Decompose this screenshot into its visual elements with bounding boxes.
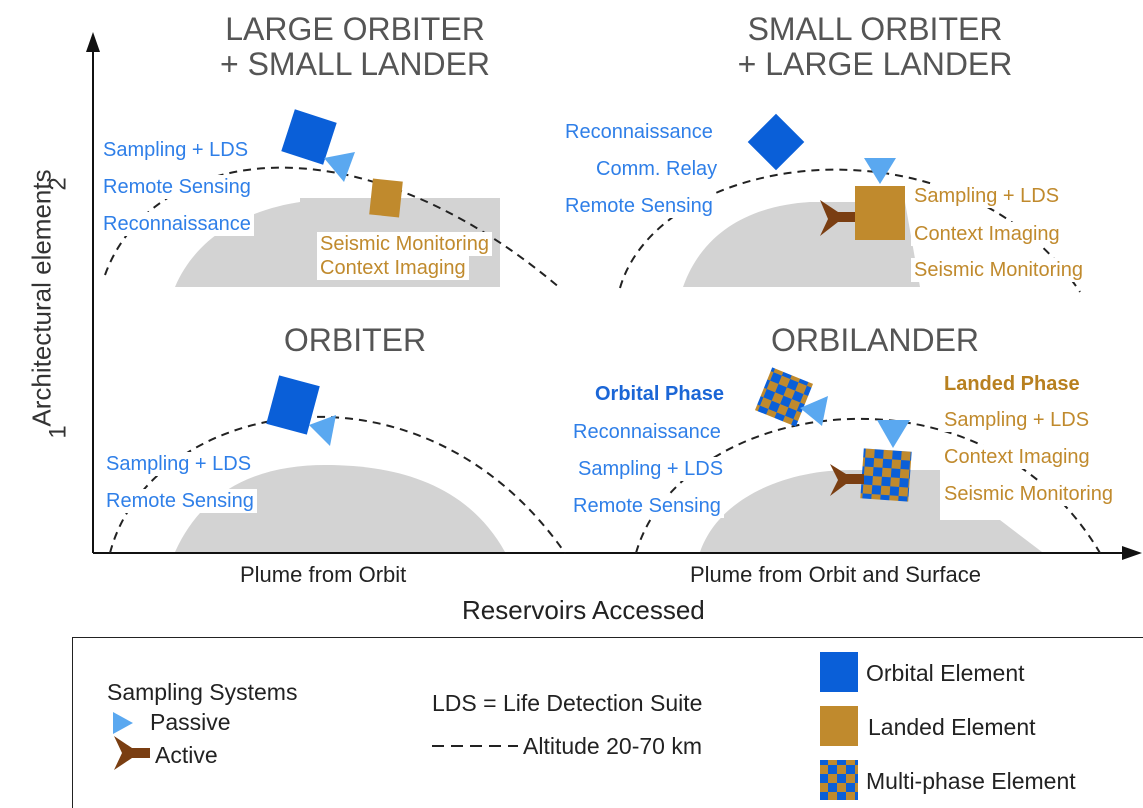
label-remote-sensing: Remote Sensing [100, 175, 254, 199]
landed-phase-title: Landed Phase [941, 372, 1083, 396]
passive-sampler-icon [800, 396, 828, 426]
landed-element-icon [855, 186, 905, 240]
label-sampling-lds: Sampling + LDS [103, 452, 255, 476]
orbital-legend-icon [820, 652, 858, 692]
y-axis-label: Architectural elements [26, 169, 57, 427]
legend-multi-phase-label: Multi-phase Element [866, 768, 1076, 794]
quadrant-title-line2: + LARGE LANDER [737, 46, 1013, 82]
landed-element-icon [369, 178, 403, 218]
quadrant-orbiter [109, 375, 566, 554]
y-tick-2: 2 [44, 177, 72, 191]
active-sampler-icon [820, 200, 855, 236]
y-tick-1: 1 [44, 425, 72, 439]
legend-active-label: Active [155, 742, 218, 768]
y-axis-arrow-icon [86, 32, 100, 52]
quadrant-title: ORBITER [283, 322, 427, 358]
orbital-element-icon [266, 375, 320, 435]
label-remote-sensing: Remote Sensing [562, 194, 716, 218]
label-sampling-lds: Sampling + LDS [575, 457, 727, 481]
multi-phase-element-icon [754, 367, 814, 427]
x-category-plume-orbit-surface: Plume from Orbit and Surface [690, 562, 982, 587]
orbital-phase-title: Orbital Phase [592, 382, 727, 406]
label-seismic-monitoring: Seismic Monitoring [911, 258, 1086, 282]
passive-sampler-icon [324, 152, 355, 182]
legend-lds-definition: LDS = Life Detection Suite [432, 690, 703, 716]
x-category-plume-orbit: Plume from Orbit [240, 562, 407, 587]
orbit-altitude-arc [635, 417, 1101, 554]
label-comm-relay: Comm. Relay [593, 157, 721, 181]
moon-surface [700, 470, 1042, 552]
active-legend-icon [114, 736, 150, 770]
x-axis-arrow-icon [1122, 546, 1142, 560]
moon-surface [175, 465, 505, 552]
legend-altitude-label: Altitude 20-70 km [523, 733, 702, 759]
passive-legend-icon [113, 712, 133, 734]
landed-legend-icon [820, 706, 858, 746]
label-reconnaissance: Reconnaissance [562, 120, 716, 144]
quadrant-orbilander [635, 367, 1101, 554]
label-sampling-lds: Sampling + LDS [941, 408, 1093, 432]
quadrant-title-line2: + SMALL LANDER [219, 46, 491, 82]
label-seismic-monitoring: Seismic Monitoring [941, 482, 1116, 506]
orbit-altitude-arc [619, 168, 1081, 293]
passive-sampler-icon [309, 415, 336, 446]
active-sampler-icon [830, 464, 864, 496]
label-sampling-lds: Sampling + LDS [911, 184, 1063, 208]
axes [86, 32, 1142, 560]
passive-sampler-icon [877, 420, 910, 448]
legend-sampling-title: Sampling Systems [107, 679, 298, 705]
multi-phase-legend-icon [820, 760, 858, 800]
orbital-element-icon [747, 113, 805, 171]
label-sampling-lds: Sampling + LDS [100, 138, 252, 162]
legend-landed-label: Landed Element [868, 714, 1036, 740]
label-reconnaissance: Reconnaissance [100, 212, 254, 236]
label-reconnaissance: Reconnaissance [570, 420, 724, 444]
label-context-imaging: Context Imaging [317, 256, 469, 280]
orbit-altitude-arc [104, 166, 561, 289]
orbital-element-icon [281, 109, 337, 165]
label-context-imaging: Context Imaging [941, 445, 1093, 469]
legend-box [72, 637, 1143, 808]
legend-passive-label: Passive [150, 709, 231, 735]
multi-phase-element-icon [860, 448, 912, 502]
label-remote-sensing: Remote Sensing [103, 489, 257, 513]
quadrant-title-line1: SMALL ORBITER [747, 11, 1003, 47]
quadrant-title: ORBILANDER [770, 322, 980, 358]
label-remote-sensing: Remote Sensing [570, 494, 724, 518]
label-context-imaging: Context Imaging [911, 222, 1063, 246]
x-axis-label: Reservoirs Accessed [462, 595, 705, 625]
legend-icons [113, 652, 858, 800]
label-seismic-monitoring: Seismic Monitoring [317, 232, 492, 256]
quadrant-title-line1: LARGE ORBITER [225, 11, 485, 47]
passive-sampler-icon [864, 158, 896, 184]
legend-orbital-label: Orbital Element [866, 660, 1025, 686]
